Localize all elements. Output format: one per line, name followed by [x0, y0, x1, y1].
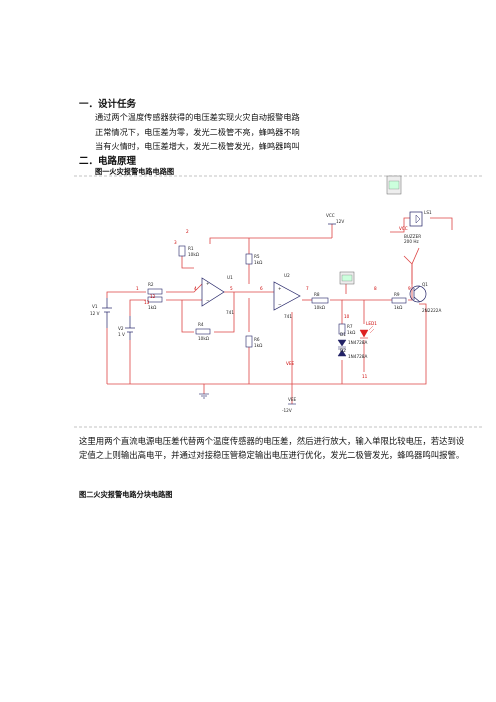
- r7-label: R7: [347, 324, 353, 329]
- task-line-3: 当有火情时，电压差增大，发光二极管发光，蜂鸣器鸣叫: [95, 141, 300, 151]
- node-3: 3: [174, 240, 177, 245]
- node-numbers: 2 3 12 1 4 5 6 7 8 9 10 13 11: [136, 229, 411, 379]
- opamp-u2: + −: [273, 281, 301, 311]
- node-10: 10: [344, 314, 350, 319]
- led-icon: [359, 325, 375, 339]
- node-4: 4: [194, 286, 197, 291]
- figure1-caption: 图一火灾报警电路电路图: [95, 167, 175, 176]
- zener-diodes: [337, 339, 347, 357]
- r9-value: 1kΩ: [394, 305, 403, 310]
- vcc-right-label: VCC: [399, 226, 408, 231]
- vee-bottom-label: VEE: [288, 397, 297, 402]
- buzzer-model-2: 200 Hz: [404, 239, 419, 244]
- buzzer-model-1: BUZZER: [404, 234, 421, 239]
- vcc-top-label: VCC: [326, 213, 335, 218]
- r1-label: R1: [188, 246, 194, 251]
- section1-heading: 一．设计任务: [79, 99, 137, 110]
- r5-value: 1kΩ: [254, 260, 263, 265]
- resistor-r6: [245, 335, 253, 348]
- section2-heading: 二．电路原理: [79, 156, 137, 167]
- d2-label: D2: [340, 348, 346, 353]
- diode-d2: [337, 349, 347, 357]
- v2-value: 1 V: [118, 332, 125, 337]
- v2-label: V2: [118, 326, 124, 331]
- led-label: LED1: [366, 321, 377, 326]
- vcc-top-value: 12V: [336, 219, 344, 224]
- task-line-2: 正常情况下，电压差为零，发光二极管不亮，蜂鸣器不响: [95, 127, 300, 137]
- resistor-r7: [338, 323, 346, 335]
- r8-value: 10kΩ: [314, 305, 326, 310]
- r9-label: R9: [394, 292, 400, 297]
- r5-label: R5: [254, 254, 260, 259]
- d1-label: D1: [340, 332, 346, 337]
- resistor-r4: [195, 328, 211, 335]
- fire-alarm-schematic: + − U1 741 + − U2 741 R1 10kΩ R2 1kΩ R4 …: [74, 175, 482, 428]
- node-12: 12: [150, 294, 156, 299]
- d1-model: 1N4728A: [348, 340, 367, 345]
- node-6: 6: [260, 286, 263, 291]
- battery-v1: [102, 298, 112, 328]
- v1-value: 12 V: [90, 311, 100, 316]
- u2-model: 741: [284, 314, 292, 319]
- node-2: 2: [186, 229, 189, 234]
- resistor-r9: [391, 297, 407, 304]
- node-13: 13: [144, 300, 150, 305]
- vee-label: VEE: [286, 361, 295, 366]
- r6-label: R6: [254, 337, 260, 342]
- svg-text:−: −: [278, 302, 282, 307]
- r3-value: 1kΩ: [148, 305, 157, 310]
- q1-model: 2N2222A: [422, 308, 441, 313]
- u1-model: 741: [226, 310, 234, 315]
- node-9: 9: [408, 286, 411, 291]
- r8-label: R8: [314, 292, 320, 297]
- ground-icon: [199, 393, 209, 399]
- buzzer-label: LS1: [424, 210, 432, 215]
- r2-label: R2: [148, 282, 154, 287]
- svg-text:−: −: [206, 298, 210, 303]
- node-11: 11: [362, 374, 368, 379]
- opamp-u1: + −: [201, 277, 225, 307]
- resistors: [147, 245, 407, 348]
- vee-bottom-value: -12V: [282, 408, 292, 413]
- d2-model: 1N4728A: [348, 354, 367, 359]
- node-1: 1: [136, 286, 139, 291]
- battery-v2: [125, 316, 135, 340]
- r7-value: 1kΩ: [347, 330, 356, 335]
- resistor-r3: [147, 296, 163, 303]
- r1-value: 10kΩ: [188, 252, 200, 257]
- resistor-r2: [147, 288, 163, 295]
- u2-label: U2: [284, 273, 290, 278]
- body-paragraph: 这里用两个直流电源电压差代替两个温度传感器的电压差，然后进行放大，输入单限比较电…: [79, 436, 465, 460]
- node-5: 5: [230, 286, 233, 291]
- r4-label: R4: [198, 322, 204, 327]
- svg-text:+: +: [206, 281, 210, 286]
- transistor-q1: [409, 285, 427, 303]
- wires: [106, 217, 453, 404]
- resistor-r8: [311, 297, 329, 304]
- figure2-caption: 图二火灾报警电路分块电路图: [79, 490, 173, 499]
- resistor-r1: [178, 245, 186, 257]
- resistor-r5: [245, 253, 253, 265]
- node-8: 8: [374, 286, 377, 291]
- q1-label: Q1: [422, 282, 428, 287]
- r6-value: 1kΩ: [254, 343, 263, 348]
- diode-d1: [337, 339, 347, 347]
- v1-label: V1: [92, 304, 98, 309]
- task-line-1: 通过两个温度传感器获得的电压差实现火灾自动报警电路: [95, 112, 300, 122]
- u1-label: U1: [227, 275, 233, 280]
- svg-text:+: +: [278, 286, 282, 291]
- r4-value: 10kΩ: [198, 336, 210, 341]
- node-7: 7: [306, 286, 309, 291]
